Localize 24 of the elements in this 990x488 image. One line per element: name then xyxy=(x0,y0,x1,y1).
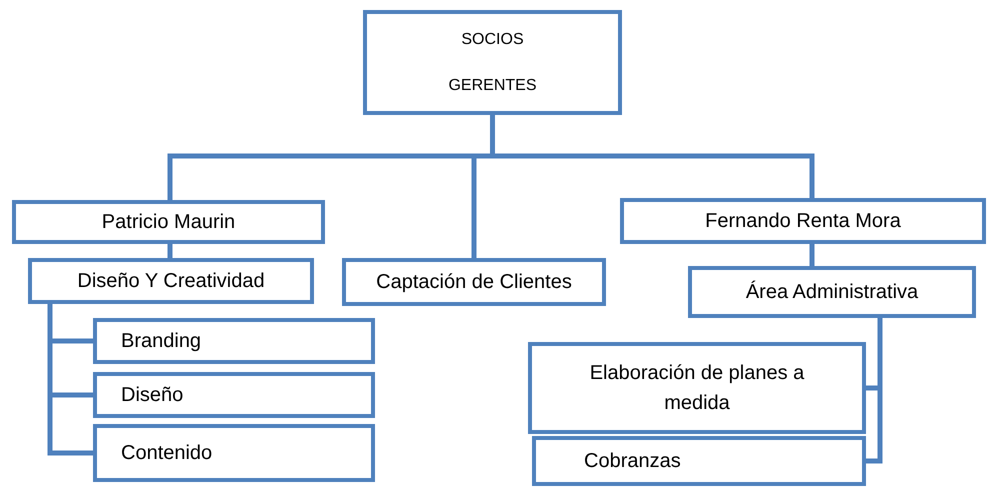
box-label: Captación de Clientes xyxy=(376,270,572,295)
org-box xyxy=(28,258,314,304)
org-box xyxy=(93,318,375,364)
org-box xyxy=(532,436,866,486)
box-label: Elaboración de planes a medida xyxy=(588,361,806,416)
connector-line xyxy=(810,244,814,266)
org-box xyxy=(93,372,375,418)
box-label: Contenido xyxy=(121,441,212,466)
org-box xyxy=(12,200,325,244)
org-box xyxy=(363,10,622,115)
org-box xyxy=(620,198,986,244)
org-box xyxy=(688,266,976,318)
org-box xyxy=(528,342,866,434)
box-label: Diseño xyxy=(121,383,184,408)
org-box xyxy=(93,424,375,482)
box-label: Área Administrativa xyxy=(746,280,918,305)
box-label: SOCIOS GERENTES xyxy=(447,30,538,96)
box-label: Patricio Maurin xyxy=(102,210,236,235)
box-label: Branding xyxy=(121,329,202,354)
box-label: Cobranzas xyxy=(584,449,681,474)
box-label: Fernando Renta Mora xyxy=(705,209,901,234)
org-box xyxy=(342,258,606,306)
connector-line xyxy=(168,244,172,258)
box-label: Diseño Y Creatividad xyxy=(77,269,265,294)
